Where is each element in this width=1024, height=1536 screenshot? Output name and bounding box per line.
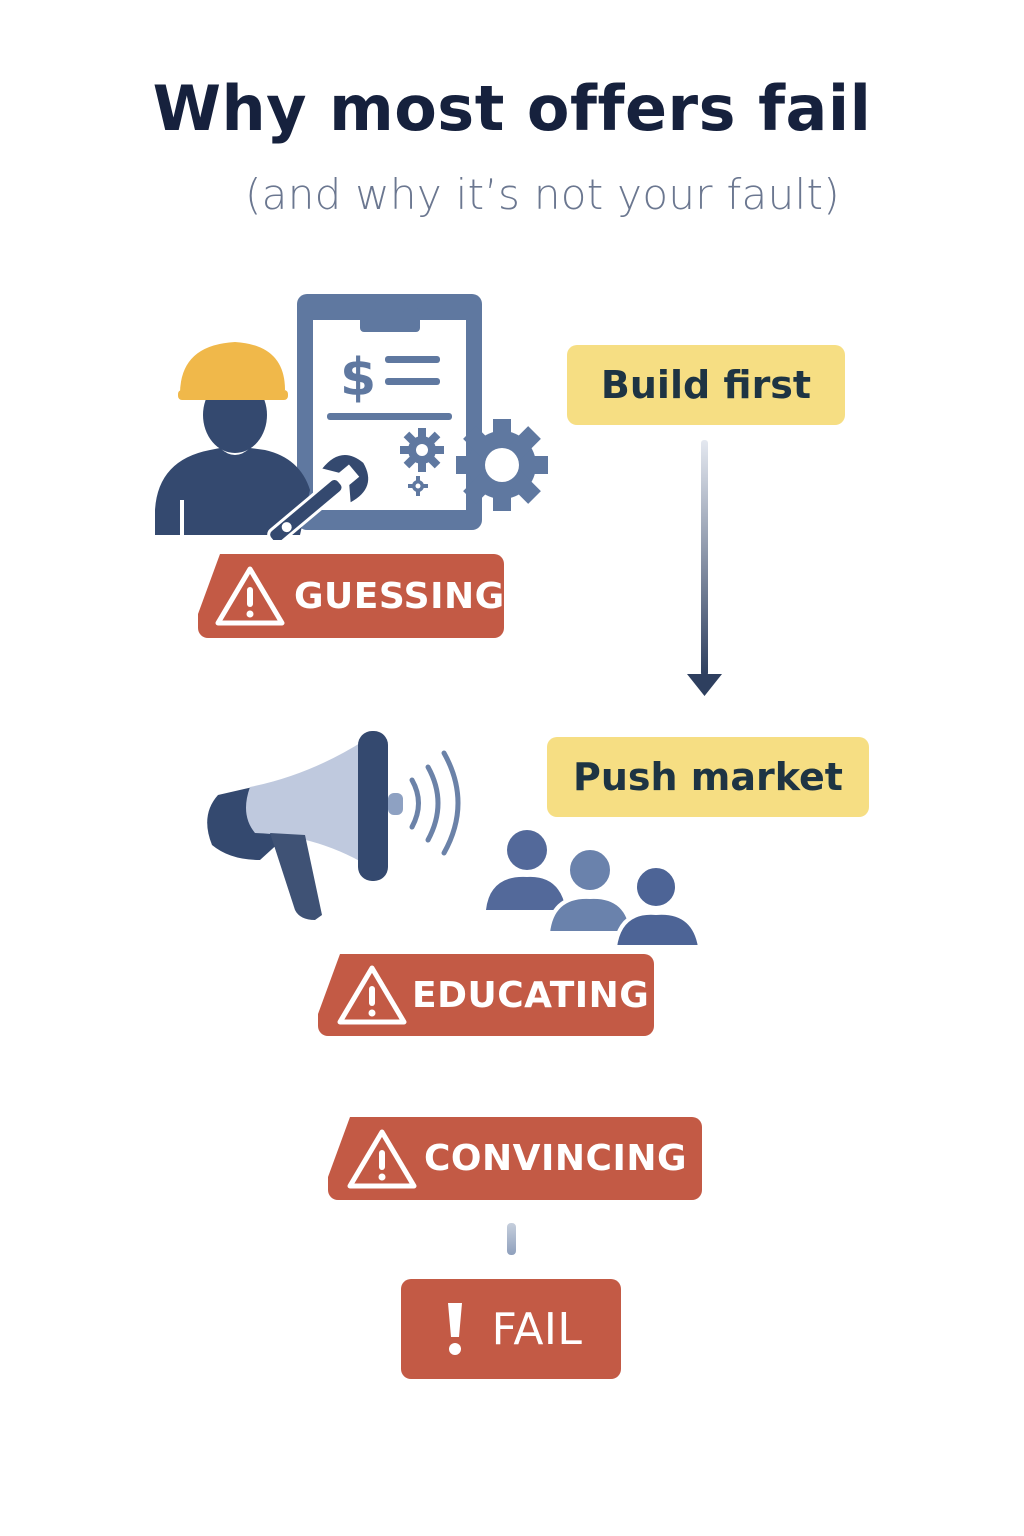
warning-label: GUESSING — [294, 575, 505, 617]
page-title: Why most offers fail — [152, 72, 872, 145]
page-subtitle: (and why it’s not your fault) — [245, 170, 840, 219]
fail-badge: FAIL — [401, 1279, 621, 1379]
warning-badge-convincing: CONVINCING — [328, 1117, 702, 1200]
warning-triangle-icon — [337, 965, 407, 1025]
worker-blueprint-icon: $ — [155, 294, 548, 540]
warning-badge-educating: EDUCATING — [318, 954, 654, 1036]
warning-label: EDUCATING — [412, 974, 650, 1016]
fail-label: FAIL — [491, 1303, 583, 1355]
svg-text:$: $ — [340, 348, 376, 408]
step-label-build-first: Build first — [567, 345, 845, 425]
step-label-push-market: Push market — [547, 737, 869, 817]
warning-triangle-icon — [215, 566, 285, 626]
warning-badge-guessing: GUESSING — [198, 554, 504, 638]
exclamation-icon — [447, 1303, 462, 1355]
connector-line — [507, 1223, 516, 1255]
down-arrow-icon — [687, 440, 722, 696]
warning-triangle-icon — [347, 1129, 417, 1188]
megaphone-audience-icon — [207, 731, 703, 949]
warning-label: CONVINCING — [424, 1138, 688, 1179]
